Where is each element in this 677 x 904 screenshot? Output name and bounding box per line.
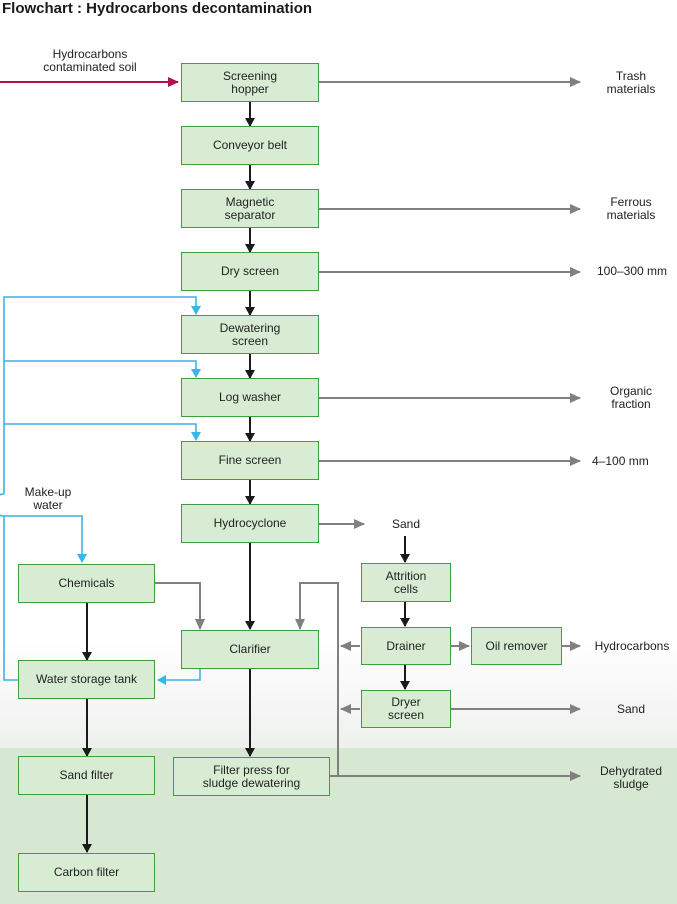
drainer-label: Drainer — [386, 638, 426, 653]
clarifier-label: Clarifier — [229, 642, 271, 656]
ferrous-materials-label: Ferrous materials — [606, 195, 656, 222]
dewatering-screen-box: Dewatering screen — [181, 315, 319, 354]
magnetic-separator-box: Magnetic separator — [181, 189, 319, 228]
dry-screen-label: Dry screen — [220, 264, 279, 278]
makeup-water-label: Make-up water — [24, 485, 72, 512]
drainer-box: Drainer — [361, 627, 451, 665]
hydrocarbons-output-label: Hydrocarbons — [594, 639, 670, 653]
attrition-cells-box: Attrition cells — [361, 563, 451, 602]
size-100-300-label: 100–300 mm — [596, 264, 668, 278]
oil-remover-box: Oil remover — [471, 627, 562, 665]
water-storage-tank-label: Water storage tank — [36, 672, 137, 686]
water-storage-tank-box: Water storage tank — [18, 660, 155, 699]
carbon-filter-label: Carbon filter — [53, 865, 120, 879]
screening-hopper-label: Screening hopper — [222, 68, 278, 96]
size-4-100-label: 4–100 mm — [592, 454, 649, 468]
attrition-cells-label: Attrition cells — [385, 568, 427, 596]
input-label: Hydrocarbons contaminated soil — [43, 47, 137, 74]
dryer-screen-box: Dryer screen — [361, 690, 451, 728]
conveyor-belt-label: Conveyor belt — [212, 138, 288, 152]
filter-press-label: Filter press for sludge dewatering — [202, 762, 301, 790]
conveyor-belt-box: Conveyor belt — [181, 126, 319, 165]
main-flow-arrows — [82, 102, 410, 853]
log-washer-box: Log washer — [181, 378, 319, 417]
dewatering-screen-label: Dewatering screen — [219, 320, 281, 348]
hydrocyclone-label: Hydrocyclone — [213, 516, 287, 530]
fine-screen-box: Fine screen — [181, 441, 319, 480]
chemicals-box: Chemicals — [18, 564, 155, 603]
magnetic-separator-label: Magnetic separator — [224, 194, 276, 222]
oil-remover-label: Oil remover — [485, 638, 548, 653]
sand-output-label: Sand — [616, 702, 646, 716]
log-washer-label: Log washer — [218, 390, 282, 404]
dry-screen-box: Dry screen — [181, 252, 319, 291]
dryer-screen-label: Dryer screen — [387, 695, 425, 722]
output-arrows — [155, 77, 581, 781]
clarifier-box: Clarifier — [181, 630, 319, 669]
sand-filter-label: Sand filter — [59, 768, 114, 782]
sand-filter-box: Sand filter — [18, 756, 155, 795]
chemicals-label: Chemicals — [58, 576, 115, 590]
carbon-filter-box: Carbon filter — [18, 853, 155, 892]
filter-press-box: Filter press for sludge dewatering — [173, 757, 330, 796]
dehydrated-sludge-label: Dehydrated sludge — [599, 764, 663, 791]
organic-fraction-label: Organic fraction — [609, 384, 653, 411]
water-lines — [0, 296, 201, 685]
trash-materials-label: Trash materials — [606, 69, 656, 96]
hydrocyclone-box: Hydrocyclone — [181, 504, 319, 543]
fine-screen-label: Fine screen — [218, 453, 282, 467]
screening-hopper-box: Screening hopper — [181, 63, 319, 102]
hydrocyclone-sand-label: Sand — [391, 517, 421, 531]
page-title: Flowchart : Hydrocarbons decontamination — [2, 0, 313, 17]
